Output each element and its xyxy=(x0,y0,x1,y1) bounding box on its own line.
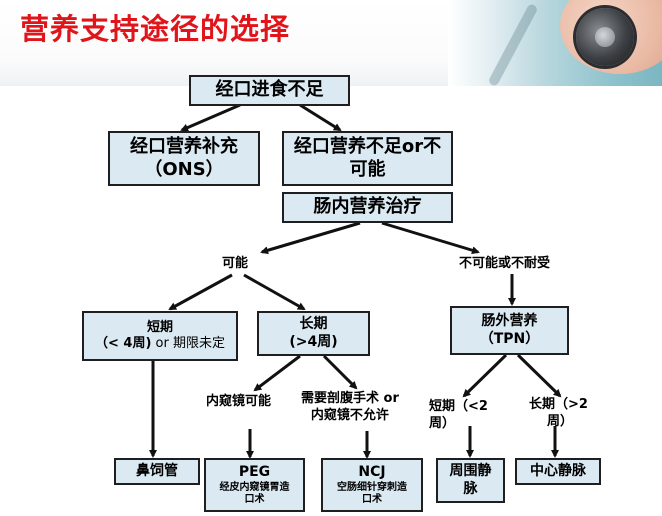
label-tpn-long: 长期（>2 周） xyxy=(529,397,588,429)
arrow-to-possible xyxy=(260,221,361,255)
node-oral-impossible: 经口营养不足or不 可能 xyxy=(282,131,453,186)
node-central-vein: 中心静脉 xyxy=(515,458,601,485)
arrow-to-impossible xyxy=(381,221,480,255)
arrow-to-tpn-long xyxy=(516,353,562,398)
arrow-to-long xyxy=(243,273,306,311)
arrow-to-oral-impossible xyxy=(299,103,342,132)
arrow-to-endoscopy xyxy=(253,354,301,392)
node-nasogastric: 鼻饲管 xyxy=(114,458,200,485)
arrow-to-short xyxy=(168,273,233,311)
page-title: 营养支持途径的选择 xyxy=(20,12,291,46)
stethoscope-icon xyxy=(448,0,662,86)
label-tpn-short: 短期（<2 周） xyxy=(429,399,488,431)
label-possible: 可能 xyxy=(222,256,249,271)
arrow-to-tpn-short xyxy=(462,353,508,398)
node-peg: PEG 经皮内窥镜胃造 口术 xyxy=(204,458,305,512)
arrow-to-ons xyxy=(180,103,241,132)
node-ncj: NCJ 空肠细针穿刺造 口术 xyxy=(321,458,423,512)
node-peripheral-vein: 周围静 脉 xyxy=(436,458,505,503)
node-ons: 经口营养补充 （ONS） xyxy=(108,131,260,186)
node-insufficient-oral: 经口进食不足 xyxy=(189,75,350,106)
node-long-term: 长期 (>4周) xyxy=(257,311,370,356)
arrow-to-surgery xyxy=(322,354,358,390)
label-endoscopy-possible: 内窥镜可能 xyxy=(206,394,272,409)
node-short-term: 短期 （< 4周) or 期限未定 xyxy=(82,311,238,361)
label-impossible: 不可能或不耐受 xyxy=(459,256,551,271)
label-surgery: 需要剖腹手术 or 内窥镜不允许 xyxy=(301,391,399,423)
node-enteral: 肠内营养治疗 xyxy=(282,192,453,223)
node-parenteral: 肠外营养 （TPN） xyxy=(450,306,569,355)
